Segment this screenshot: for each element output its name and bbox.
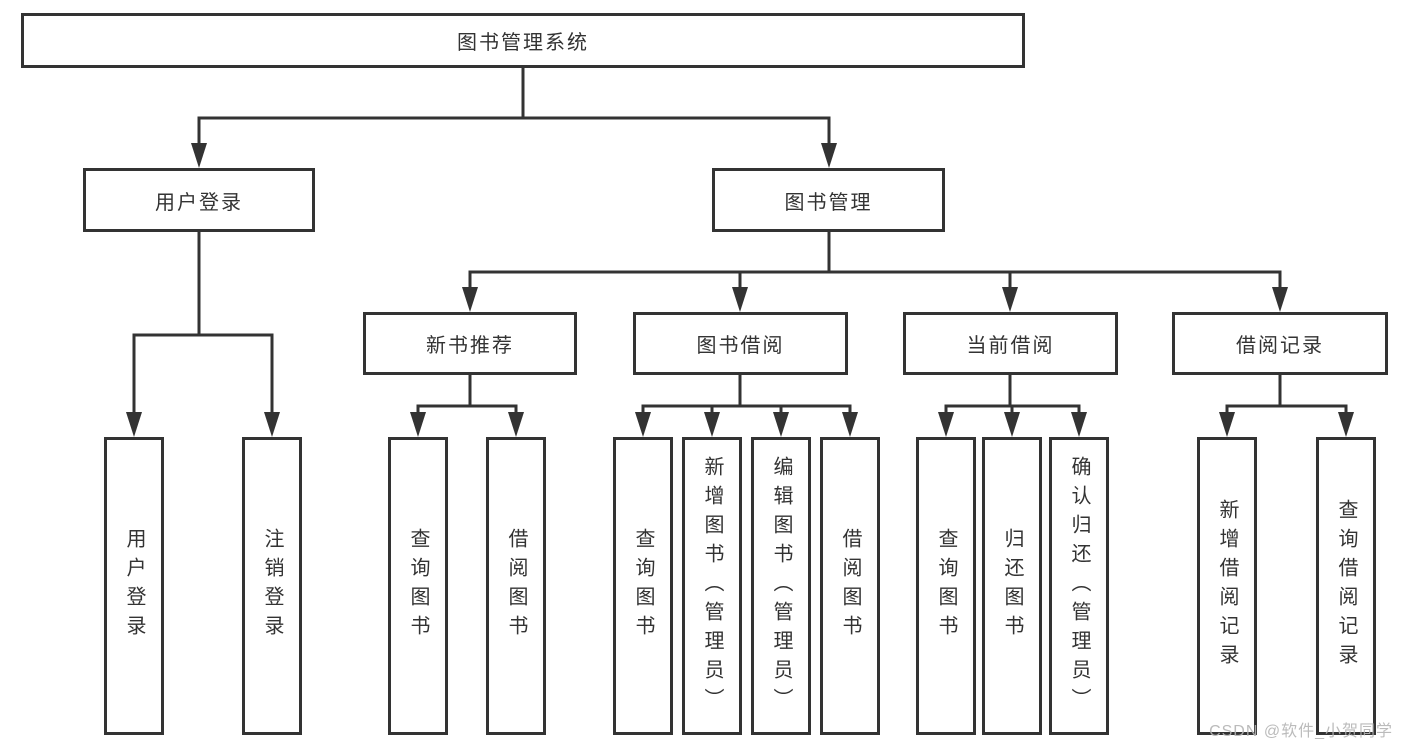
leaf-user-login-label: 用户登录 bbox=[123, 528, 145, 644]
leaf-borrow-book-recommend: 借阅图书 bbox=[486, 437, 546, 735]
arrowhead bbox=[732, 287, 748, 312]
arrowheads bbox=[126, 143, 1354, 437]
node-book-management-label: 图书管理 bbox=[784, 191, 873, 214]
leaf-return-book: 归还图书 bbox=[982, 437, 1042, 735]
node-book-borrow-label: 图书借阅 bbox=[696, 335, 785, 357]
arrowhead bbox=[1071, 412, 1087, 437]
watermark-text: CSDN @软件_小贺同学 bbox=[1209, 723, 1393, 740]
leaf-add-book-admin-label: 新增图书（管理员） bbox=[701, 455, 723, 717]
node-new-book-recommend: 新书推荐 bbox=[363, 312, 577, 375]
leaf-query-book-recommend: 查询图书 bbox=[388, 437, 448, 735]
leaf-confirm-return-admin-label: 确认归还（管理员） bbox=[1068, 455, 1090, 717]
arrowhead bbox=[264, 412, 280, 437]
arrowhead bbox=[842, 412, 858, 437]
arrowhead bbox=[1004, 412, 1020, 437]
leaf-add-borrow-record: 新增借阅记录 bbox=[1197, 437, 1257, 735]
arrowhead bbox=[410, 412, 426, 437]
arrowhead bbox=[938, 412, 954, 437]
arrowhead bbox=[1338, 412, 1354, 437]
arrowhead bbox=[1002, 287, 1018, 312]
node-root: 图书管理系统 bbox=[21, 13, 1025, 68]
arrowhead bbox=[508, 412, 524, 437]
arrowhead bbox=[821, 143, 837, 168]
leaf-borrow-book: 借阅图书 bbox=[820, 437, 880, 735]
leaf-edit-book-admin-label: 编辑图书（管理员） bbox=[770, 455, 792, 717]
leaf-logout-label: 注销登录 bbox=[261, 528, 283, 644]
leaf-edit-book-admin: 编辑图书（管理员） bbox=[751, 437, 811, 735]
leaf-add-borrow-record-label: 新增借阅记录 bbox=[1216, 499, 1238, 673]
arrowhead bbox=[635, 412, 651, 437]
arrowhead bbox=[1219, 412, 1235, 437]
leaf-confirm-return-admin: 确认归还（管理员） bbox=[1049, 437, 1109, 735]
leaf-query-book-borrow: 查询图书 bbox=[613, 437, 673, 735]
node-book-borrow: 图书借阅 bbox=[633, 312, 848, 375]
leaf-return-book-label: 归还图书 bbox=[1001, 528, 1023, 644]
node-current-borrow-label: 当前借阅 bbox=[966, 335, 1055, 357]
arrowhead bbox=[704, 412, 720, 437]
node-book-management: 图书管理 bbox=[712, 168, 945, 232]
leaf-query-book-recommend-label: 查询图书 bbox=[407, 528, 429, 644]
node-borrow-records-label: 借阅记录 bbox=[1236, 335, 1324, 357]
leaf-query-borrow-record: 查询借阅记录 bbox=[1316, 437, 1376, 735]
node-user-login-label: 用户登录 bbox=[155, 191, 243, 214]
arrowhead bbox=[462, 287, 478, 312]
arrowhead bbox=[773, 412, 789, 437]
leaf-query-book-borrow-label: 查询图书 bbox=[632, 528, 654, 644]
node-new-book-recommend-label: 新书推荐 bbox=[426, 335, 514, 357]
node-current-borrow: 当前借阅 bbox=[903, 312, 1118, 375]
leaf-query-borrow-record-label: 查询借阅记录 bbox=[1335, 499, 1357, 673]
leaf-logout: 注销登录 bbox=[242, 437, 302, 735]
node-user-login: 用户登录 bbox=[83, 168, 315, 232]
leaf-borrow-book-recommend-label: 借阅图书 bbox=[505, 528, 527, 644]
leaf-query-book-current: 查询图书 bbox=[916, 437, 976, 735]
node-borrow-records: 借阅记录 bbox=[1172, 312, 1388, 375]
arrowhead bbox=[191, 143, 207, 168]
leaf-user-login: 用户登录 bbox=[104, 437, 164, 735]
arrowhead bbox=[126, 412, 142, 437]
leaf-borrow-book-label: 借阅图书 bbox=[839, 528, 861, 644]
leaf-add-book-admin: 新增图书（管理员） bbox=[682, 437, 742, 735]
leaf-query-book-current-label: 查询图书 bbox=[935, 528, 957, 644]
arrowhead bbox=[1272, 287, 1288, 312]
node-root-label: 图书管理系统 bbox=[457, 32, 589, 54]
